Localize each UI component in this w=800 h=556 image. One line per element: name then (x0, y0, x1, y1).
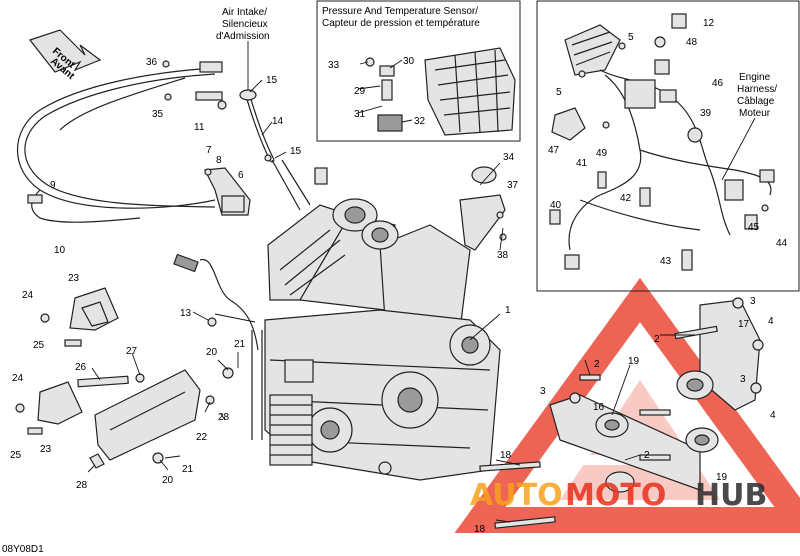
callout-19: 19 (628, 356, 640, 367)
callout-32: 32 (414, 116, 426, 127)
throttle-cables (17, 60, 227, 223)
front-direction-arrow: Front Avant (29, 29, 102, 82)
callout-25: 25 (33, 340, 45, 351)
callout-5: 5 (556, 87, 562, 98)
callout-35: 35 (152, 109, 164, 120)
callout-13: 13 (180, 308, 192, 319)
harness-label-4: Moteur (739, 108, 771, 119)
callout-37: 37 (507, 180, 519, 191)
callout-3: 3 (740, 374, 746, 385)
harness-label-3: Câblage (737, 96, 775, 107)
callout-42: 42 (620, 193, 632, 204)
callout-44: 44 (776, 238, 788, 249)
callout-38: 38 (497, 250, 509, 261)
callout-39: 39 (700, 108, 712, 119)
callout-16: 16 (593, 402, 605, 413)
callout-29: 29 (354, 86, 366, 97)
callout-8: 8 (216, 155, 222, 166)
callout-43: 43 (660, 256, 672, 267)
upper-right-bracket (459, 166, 507, 251)
callout-28: 28 (218, 412, 230, 423)
callout-45: 45 (748, 222, 760, 233)
small-hardware (207, 154, 272, 327)
air-intake-hose (239, 89, 311, 211)
callout-24: 24 (22, 290, 34, 301)
callout-20: 20 (206, 347, 218, 358)
callout-6: 6 (238, 170, 244, 181)
callout-11: 11 (194, 122, 205, 133)
callout-10: 10 (54, 245, 66, 256)
harness-label-2: Harness/ (737, 84, 777, 95)
callout-49: 49 (596, 148, 608, 159)
callout-14: 14 (272, 116, 284, 127)
callout-28: 28 (76, 480, 88, 491)
callout-18: 18 (500, 450, 512, 461)
callout-15: 15 (266, 75, 278, 86)
callout-36: 36 (146, 57, 158, 68)
watermark-part-3: HUB (695, 478, 767, 513)
callout-17: 17 (738, 319, 750, 330)
callout-46: 46 (712, 78, 724, 89)
callout-numbers: 1 2 2 2 3 3 3 4 4 5 5 6 7 8 9 10 11 12 1… (10, 18, 788, 535)
callout-41: 41 (576, 158, 588, 169)
callout-31: 31 (354, 109, 366, 120)
watermark-part-1: AUTO (470, 478, 563, 513)
callout-4: 4 (768, 316, 774, 327)
sensor-box-title-en: Pressure And Temperature Sensor/ (322, 6, 478, 17)
engine-assembly (173, 167, 501, 481)
callout-7: 7 (206, 145, 212, 156)
air-intake-label: Air Intake/ Silencieux d'Admission (216, 7, 270, 90)
svg-text:d'Admission: d'Admission (216, 31, 270, 42)
callout-48: 48 (686, 37, 698, 48)
watermark-part-2: MOTO (565, 478, 666, 513)
callout-30: 30 (403, 56, 415, 67)
callout-23: 23 (68, 273, 80, 284)
callout-9: 9 (50, 180, 56, 191)
svg-text:Air Intake/: Air Intake/ (222, 7, 267, 18)
cable-bracket (204, 167, 251, 216)
callout-24: 24 (12, 373, 24, 384)
callout-25: 25 (10, 450, 22, 461)
callout-34: 34 (503, 152, 515, 163)
right-mounts (479, 297, 764, 529)
callout-1: 1 (505, 305, 511, 316)
callout-2: 2 (594, 359, 600, 370)
callout-3: 3 (540, 386, 546, 397)
callout-26: 26 (75, 362, 87, 373)
leader-lines (87, 59, 695, 523)
callout-2: 2 (644, 450, 650, 461)
callout-18: 18 (474, 524, 486, 535)
callout-21: 21 (234, 339, 246, 350)
svg-text:Silencieux: Silencieux (222, 19, 268, 30)
callout-27: 27 (126, 346, 138, 357)
watermark-text: AUTO MOTO HUB (470, 478, 767, 513)
harness-box: Engine Harness/ Câblage Moteur (536, 0, 800, 292)
callout-47: 47 (548, 145, 560, 156)
callout-33: 33 (328, 60, 340, 71)
callout-22: 22 (196, 432, 208, 443)
callout-23: 23 (40, 444, 52, 455)
drawing-code: 08Y08D1 (2, 544, 44, 555)
sensor-box: Pressure And Temperature Sensor/ Capteur… (316, 0, 521, 142)
callout-21: 21 (182, 464, 194, 475)
callout-19: 19 (716, 472, 728, 483)
callout-3: 3 (750, 296, 756, 307)
callout-15: 15 (290, 146, 302, 157)
callout-5: 5 (628, 32, 634, 43)
sensor-box-title-fr: Capteur de pression et température (322, 18, 480, 29)
callout-40: 40 (550, 200, 562, 211)
harness-label-1: Engine (739, 72, 771, 83)
callout-20: 20 (162, 475, 174, 486)
callout-4: 4 (770, 410, 776, 421)
callout-2: 2 (654, 334, 660, 345)
callout-12: 12 (703, 18, 715, 29)
